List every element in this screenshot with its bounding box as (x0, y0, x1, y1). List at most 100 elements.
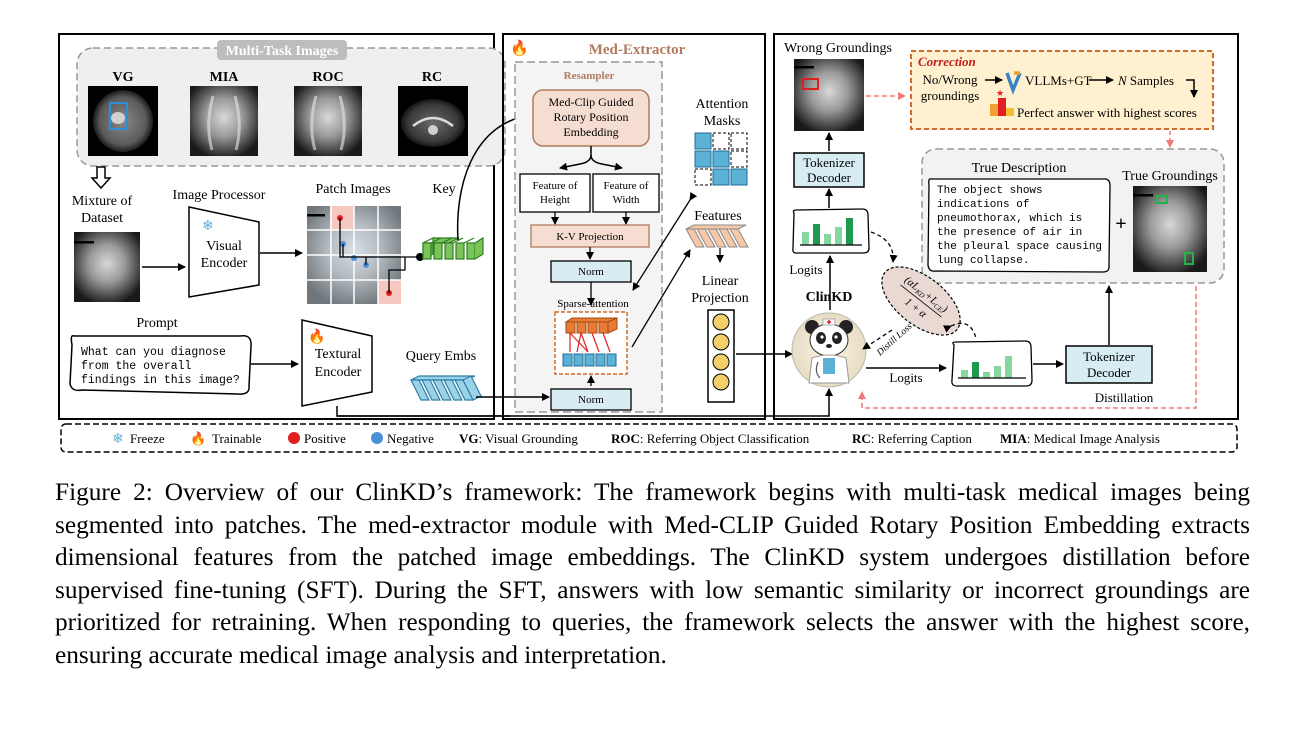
legend-mia: MIA: Medical Image Analysis (1000, 431, 1160, 446)
perfect-answer-label: Perfect answer with highest scores (1017, 105, 1197, 120)
key-tokens (422, 236, 484, 260)
norm-label-top: Norm (578, 266, 604, 278)
freeze-icon: ❄ (202, 219, 214, 234)
task-label-roc: ROC (312, 70, 343, 85)
legend-vg: VG: Visual Grounding (459, 431, 578, 446)
legend-rc: RC: Referring Caption (852, 431, 972, 446)
true-grounding-xray (1133, 186, 1207, 272)
correction-box (910, 50, 1214, 130)
distillation-label: Distillation (1095, 390, 1154, 405)
feature-width-label-2: Width (612, 194, 640, 206)
negative-dot-icon (371, 432, 383, 444)
podium-icon: ★ (990, 88, 1014, 116)
attention-masks-label-1: Attention (696, 97, 749, 112)
true-groundings-label: True Groundings (1122, 169, 1218, 184)
tokenizer-decoder-bottom (1065, 345, 1153, 384)
clinkd-label: ClinKD (806, 290, 853, 305)
multi-task-images-title: Multi-Task Images (226, 44, 339, 59)
kv-projection-label: K-V Projection (556, 231, 624, 243)
legend-box (60, 423, 1238, 453)
legend-positive: Positive (304, 431, 346, 446)
textural-encoder-label-1: Textural (315, 347, 362, 362)
vllms-gt-label: VLLMs+GT (1025, 73, 1092, 88)
roc-xray-image (294, 86, 362, 156)
resampler-label: Resampler (564, 70, 615, 82)
true-description-text-6: lung collapse. (937, 255, 1029, 267)
true-description-text-3: pneumothorax, which is (937, 213, 1082, 225)
logits-chart-top (792, 208, 870, 254)
mia-xray-image (190, 86, 258, 156)
visual-encoder-label-2: Encoder (201, 256, 248, 271)
textural-encoder (301, 319, 373, 407)
tokenizer-decoder-top (793, 152, 865, 188)
medclip-label-2: Rotary Position (553, 110, 628, 124)
task-label-vg: VG (113, 70, 134, 85)
panel-med-extractor (502, 33, 766, 420)
wrong-groundings-label: Wrong Groundings (784, 41, 892, 56)
vllm-icon (1005, 71, 1022, 95)
linear-projection-label-1: Linear (702, 274, 739, 289)
sparse-attention-label: Sparse-attention (557, 298, 629, 310)
panel-input (58, 33, 495, 420)
n-samples-label: N Samples (1117, 73, 1174, 88)
plus-sign: + (1115, 213, 1126, 235)
prompt-label: Prompt (136, 316, 177, 331)
negative-point (351, 255, 357, 261)
legend-freeze: Freeze (130, 431, 165, 446)
mixture-label-1: Mixture of (72, 194, 133, 209)
rc-ct-image (398, 86, 468, 156)
feature-height-label-2: Height (540, 194, 570, 206)
task-label-mia: MIA (210, 70, 240, 85)
patch-images-grid (307, 206, 424, 304)
attention-masks-label-2: Masks (704, 114, 741, 129)
mixture-arrow (90, 166, 112, 190)
svg-text:★: ★ (996, 88, 1004, 98)
logits-label-bottom: Logits (889, 370, 922, 385)
features-label: Features (694, 209, 741, 224)
no-wrong-groundings-2: groundings (921, 88, 980, 103)
input-xray-image (74, 232, 140, 302)
distill-loss-label: Distill Loss (875, 321, 915, 358)
key-label: Key (432, 182, 455, 197)
feature-height-box (519, 173, 591, 213)
image-processor-label: Image Processor (173, 188, 266, 203)
feature-width-label-1: Feature of (604, 180, 649, 192)
features-tokens (685, 224, 749, 248)
query-embs-label: Query Embs (406, 349, 476, 364)
patch-images-label: Patch Images (315, 182, 390, 197)
true-description-text-2: indications of (937, 199, 1029, 211)
legend-roc: ROC: Referring Object Classification (611, 431, 810, 446)
true-description-text-4: the presence of air in (937, 227, 1082, 239)
tokenizer-decoder-bottom-label-1: Tokenizer (1083, 349, 1135, 364)
attention-mask-grid (694, 132, 748, 186)
sparse-attention-tokens (562, 317, 618, 367)
true-description-text-5: the pleural space causing (937, 241, 1102, 253)
prompt-box (69, 334, 252, 395)
logits-label-top: Logits (789, 262, 822, 277)
panel-clinkd (773, 33, 1239, 420)
tokenizer-decoder-top-label-1: Tokenizer (803, 155, 855, 170)
positive-dot-icon (288, 432, 300, 444)
true-description-box (927, 178, 1111, 273)
freeze-icon: ❄ (112, 432, 124, 447)
norm-box-bottom (550, 388, 632, 411)
med-extractor-title: Med-Extractor (589, 42, 686, 58)
linear-projection-label-2: Projection (691, 291, 749, 306)
vg-brain-image (88, 86, 158, 156)
framework-diagram: Multi-Task Images VG MIA ROC RC Mixture … (58, 33, 1239, 453)
task-label-rc: RC (422, 70, 442, 85)
prompt-text-3: findings in this image? (81, 374, 240, 387)
mixture-label-2: Dataset (81, 211, 123, 226)
figure-caption: Figure 2: Overview of our ClinKD’s frame… (55, 478, 1250, 669)
norm-label-bottom: Norm (578, 394, 604, 406)
true-description-label: True Description (972, 161, 1067, 176)
trainable-icon: 🔥 (510, 39, 529, 57)
trainable-icon: 🔥 (308, 328, 325, 345)
loss-formula: (αLKD+LCE) 1 + α (881, 266, 961, 336)
no-wrong-groundings-1: No/Wrong (922, 72, 978, 87)
trainable-icon: 🔥 (190, 431, 206, 446)
prompt-text-2: from the overall (81, 360, 192, 373)
medclip-label-1: Med-Clip Guided (549, 95, 634, 109)
visual-encoder (188, 206, 260, 298)
legend-negative: Negative (387, 431, 434, 446)
